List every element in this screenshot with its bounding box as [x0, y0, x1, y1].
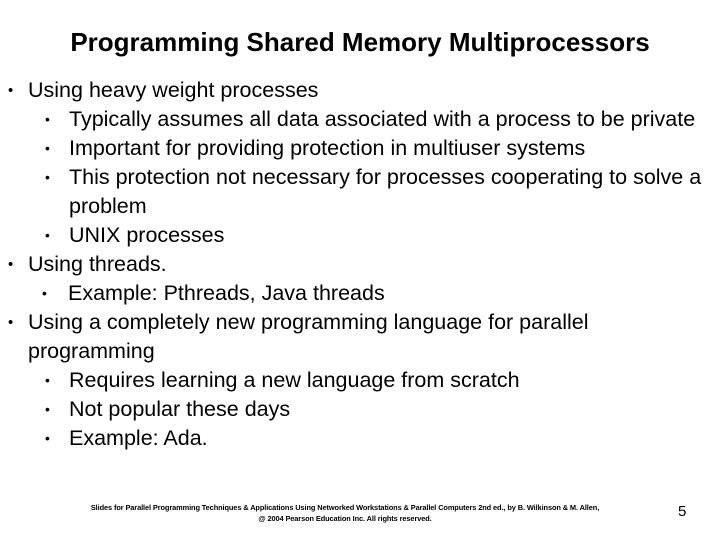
bullet-point-icon: • [45, 169, 50, 185]
bullet-item: • Example: Pthreads, Java threads [8, 279, 702, 308]
bullet-text: Using threads. [28, 252, 167, 276]
footer-line-1: Slides for Parallel Programming Techniqu… [90, 503, 600, 512]
bullet-text: Requires learning a new language from sc… [69, 368, 520, 392]
bullet-point-icon: • [8, 82, 14, 99]
bullet-item: • Important for providing protection in … [8, 134, 702, 163]
bullet-item: • Example: Ada. [8, 424, 702, 453]
slide-footer-credit: Slides for Parallel Programming Techniqu… [0, 503, 690, 524]
bullet-text: Using heavy weight processes [28, 78, 319, 102]
bullet-text: UNIX processes [69, 223, 225, 247]
bullet-item: • Requires learning a new language from … [8, 366, 702, 395]
bullet-text: Using a completely new programming langu… [28, 310, 589, 363]
bullet-point-icon: • [8, 314, 14, 331]
bullet-point-icon: • [45, 140, 50, 156]
bullet-text: Typically assumes all data associated wi… [69, 107, 696, 131]
bullet-text: Important for providing protection in mu… [69, 136, 586, 160]
bullet-text: Not popular these days [69, 397, 291, 421]
slide-page-number: 5 [678, 503, 687, 520]
bullet-item: • UNIX processes [8, 221, 702, 250]
bullet-text: Example: Ada. [69, 426, 208, 450]
bullet-point-icon: • [45, 227, 50, 243]
bullet-point-icon: • [45, 430, 50, 446]
bullet-item: • Using threads. [8, 250, 702, 279]
bullet-item: • Typically assumes all data associated … [8, 105, 702, 134]
bullet-point-icon: • [45, 372, 50, 388]
bullet-text: This protection not necessary for proces… [69, 165, 702, 218]
slide-body-content: • Using heavy weight processes • Typical… [8, 76, 702, 453]
bullet-point-icon: • [45, 401, 50, 417]
bullet-item: • This protection not necessary for proc… [8, 163, 702, 221]
bullet-item: • Using heavy weight processes [8, 76, 702, 105]
footer-line-2: @ 2004 Pearson Education Inc. All rights… [258, 513, 432, 523]
bullet-point-icon: • [8, 256, 14, 273]
slide-title: Programming Shared Memory Multiprocessor… [70, 27, 650, 57]
bullet-item: • Using a completely new programming lan… [8, 308, 702, 366]
bullet-point-icon: • [42, 285, 47, 301]
bullet-item: • Not popular these days [8, 395, 702, 424]
bullet-point-icon: • [45, 111, 50, 127]
bullet-text: Example: Pthreads, Java threads [68, 281, 385, 305]
